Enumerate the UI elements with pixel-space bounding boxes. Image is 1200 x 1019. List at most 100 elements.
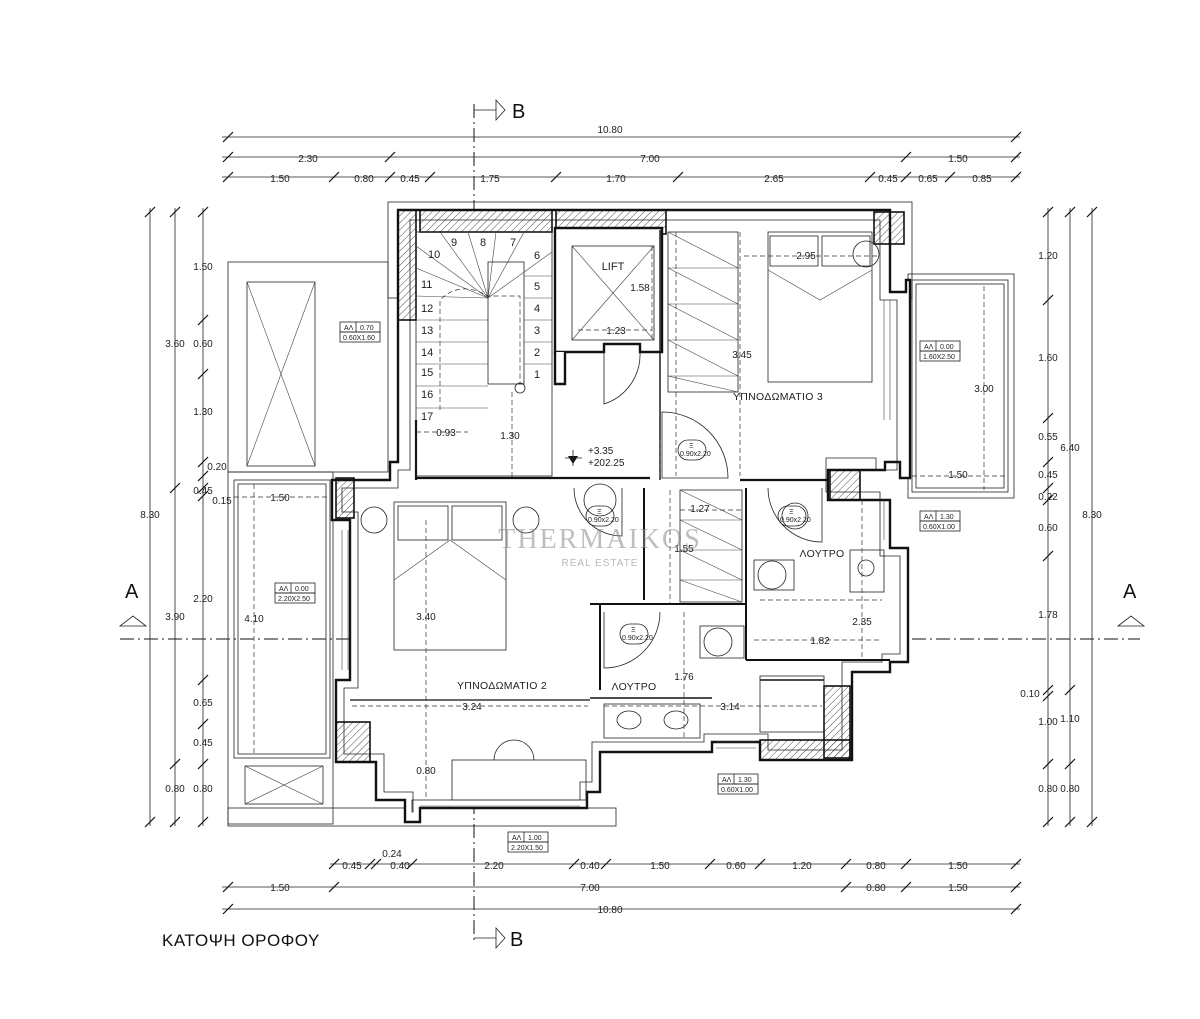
svg-text:Ξ: Ξ (597, 509, 602, 516)
windows (341, 300, 891, 807)
dimension-tick (222, 151, 234, 163)
dimension-tick (144, 206, 156, 218)
dim-left-i-1: 0.60 (193, 339, 213, 350)
interior-dims (234, 232, 1006, 800)
dim-top-total: 10.80 (597, 125, 622, 136)
dim-left-m-0: 3.60 (165, 339, 185, 350)
dimension-tick (197, 758, 209, 770)
dim-bot-r1-8: 1.50 (948, 861, 968, 872)
dimension-tick (384, 171, 396, 183)
dim-left-i-8: 0.45 (193, 738, 213, 749)
dim-left-i-0: 1.50 (193, 262, 213, 273)
dimension-tick (1010, 131, 1022, 143)
dimension-tick (1010, 903, 1022, 915)
dim-b2-under: 0.80 (416, 766, 436, 777)
drawing-title: ΚΑΤΟΨΗ ΟΡΟΦΟΥ (162, 931, 320, 950)
dimension-tick (900, 151, 912, 163)
door-tag-2: Ξ 0.90x2.20 (585, 505, 619, 527)
dimension-tick (1042, 412, 1054, 424)
dim-left-i-4: 0.45 (193, 486, 213, 497)
dimension-tick (197, 490, 209, 502)
dimension-tick (1042, 690, 1054, 702)
svg-text:ΑΛ: ΑΛ (924, 344, 934, 351)
step-12: 12 (421, 303, 433, 315)
dimension-tick (197, 482, 209, 494)
dimension-tick (900, 858, 912, 870)
dimension-tick (197, 718, 209, 730)
section-mark-a-right: A (1123, 581, 1137, 603)
door-tag-1: Ξ 0.90x2.20 (677, 439, 711, 461)
dimension-tick (197, 206, 209, 218)
step-6: 6 (534, 250, 540, 262)
dimension-tick (222, 903, 234, 915)
dim-right-i-2: 0.55 (1038, 432, 1058, 443)
svg-text:ΑΛ: ΑΛ (512, 835, 522, 842)
room-labels: ΥΠΝΟΔΩΜΑΤΙΟ 3 ΥΠΝΟΔΩΜΑΤΙΟ 2 ΛΟΥΤΡΟ ΛΟΥΤΡ… (457, 261, 844, 693)
dim-bot-r1-6: 1.20 (792, 861, 812, 872)
section-mark-a-left: A (125, 581, 139, 603)
dim-right-m-2: 0.80 (1060, 784, 1080, 795)
step-11: 11 (421, 279, 432, 291)
dim-bath1-h: 2.35 (852, 617, 872, 628)
dim-left-outer: 8.30 (140, 510, 160, 521)
dimension-tick (197, 314, 209, 326)
dimension-tick (424, 171, 436, 183)
watermark: THERMAIKOS REAL ESTATE (498, 524, 700, 569)
opening-tag-2: ΑΛ 0.00 1.60X2.50 (919, 340, 961, 362)
dimension-tick (672, 171, 684, 183)
dimension-tick (550, 171, 562, 183)
svg-text:0.60X1.60: 0.60X1.60 (343, 335, 375, 342)
step-1: 1 (534, 369, 540, 381)
dim-left-i-5: 0.15 (212, 496, 232, 507)
dim-right-i-7: 0.10 (1020, 689, 1040, 700)
dimension-tick (1086, 816, 1098, 828)
step-8: 8 (480, 237, 486, 249)
dimension-tick (1064, 206, 1076, 218)
svg-text:0.90x2.20: 0.90x2.20 (622, 635, 653, 642)
svg-text:0.60X1.00: 0.60X1.00 (721, 787, 753, 794)
dim-top-r3-4: 1.70 (606, 174, 626, 185)
dimension-tick (406, 858, 418, 870)
opening-tag-5: ΑΛ 1.30 0.60X1.00 (717, 773, 759, 795)
dimension-tick (197, 368, 209, 380)
dim-top-r2-2: 1.50 (948, 154, 968, 165)
dim-left-i-3: 0.20 (207, 462, 227, 473)
dimension-tick (197, 470, 209, 482)
dimension-tick (328, 881, 340, 893)
dim-top-r3-5: 2.65 (764, 174, 784, 185)
dim-bot-r2-0: 1.50 (270, 883, 290, 894)
dim-right-i-8: 1.00 (1038, 717, 1058, 728)
bed-3 (767, 231, 873, 383)
dimension-tick (900, 881, 912, 893)
step-17: 17 (421, 411, 433, 423)
level-mark: +3.35 +202.25 (565, 446, 625, 469)
door-tag-3: Ξ 0.90x2.20 (777, 505, 811, 527)
dim-b3-h: 3.45 (732, 350, 752, 361)
step-16: 16 (421, 389, 433, 401)
dimension-tick (1042, 482, 1054, 494)
dim-bot-r1-7: 0.80 (866, 861, 886, 872)
step-5: 5 (534, 281, 540, 293)
step-3: 3 (534, 325, 540, 337)
dimension-tick (840, 858, 852, 870)
label-bath-2: ΛΟΥΤΡΟ (611, 681, 656, 693)
svg-text:2.20X1.50: 2.20X1.50 (511, 845, 543, 852)
dim-top-r3-2: 0.45 (400, 174, 420, 185)
svg-text:Ξ: Ξ (631, 627, 636, 634)
svg-text:0.60X1.00: 0.60X1.00 (923, 524, 955, 531)
step-9: 9 (451, 237, 457, 249)
dimension-tick (1042, 550, 1054, 562)
dimension-tick (197, 816, 209, 828)
dimension-tick (864, 171, 876, 183)
watermark-sub: REAL ESTATE (562, 558, 639, 569)
dim-bot-r1-0: 0.45 (342, 861, 362, 872)
svg-text:ΑΛ: ΑΛ (924, 514, 934, 521)
dim-bot-r1-4: 1.50 (650, 861, 670, 872)
dim-bot-small: 0.24 (382, 849, 402, 860)
dim-balcony-r-h: 3.00 (974, 384, 994, 395)
dim-right-m-1: 1.10 (1060, 714, 1080, 725)
dim-bot-total: 10.80 (597, 905, 622, 916)
dim-b3-w: 2.95 (796, 251, 816, 262)
dim-right-i-9: 0.80 (1038, 784, 1058, 795)
dimension-tick (222, 881, 234, 893)
